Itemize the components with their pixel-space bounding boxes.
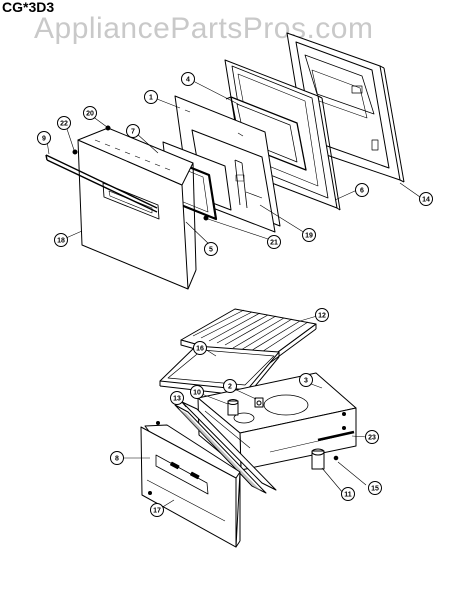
callout-1: 1 (144, 90, 158, 104)
callout-circle (126, 124, 140, 138)
callout-16: 16 (193, 341, 207, 355)
callout-circle (204, 242, 218, 256)
drawer-roller-left (227, 399, 239, 416)
callout-10: 10 (190, 385, 204, 399)
screw-drawer-bottom (148, 491, 152, 495)
drawer-roller-right (311, 448, 339, 470)
callout-label: 23 (368, 435, 376, 442)
screw-22 (72, 149, 78, 155)
callout-13: 13 (170, 391, 184, 405)
callout-4: 4 (181, 72, 195, 86)
callout-circle (170, 391, 184, 405)
callout-label: 10 (193, 390, 201, 397)
callout-circle (83, 106, 97, 120)
callout-circle (144, 90, 158, 104)
callout-label: 13 (173, 396, 181, 403)
callout-label: 22 (60, 121, 68, 128)
callout-19: 19 (302, 228, 316, 242)
callout-18: 18 (54, 233, 68, 247)
callout-circle (57, 116, 71, 130)
drawer-slide-rail (317, 430, 355, 442)
callout-17: 17 (150, 503, 164, 517)
callout-circle (341, 487, 355, 501)
callout-9: 9 (37, 131, 51, 145)
callout-3: 3 (299, 373, 313, 387)
callout-label: 3 (304, 378, 308, 385)
callout-circle (181, 72, 195, 86)
door-outer-panel (77, 127, 197, 290)
callout-circle (223, 379, 237, 393)
callout-circle (193, 341, 207, 355)
callout-11: 11 (341, 487, 355, 501)
callout-2: 2 (223, 379, 237, 393)
callout-circle (54, 233, 68, 247)
screw-drawer-top (156, 421, 160, 425)
callout-8: 8 (110, 451, 124, 465)
callout-6: 6 (355, 183, 369, 197)
callout-21: 21 (267, 235, 281, 249)
callout-circle (190, 385, 204, 399)
callout-23: 23 (365, 430, 379, 444)
callout-circle (419, 192, 433, 206)
callout-20: 20 (83, 106, 97, 120)
callout-circle (267, 235, 281, 249)
callout-label: 2 (228, 384, 232, 391)
callout-label: 8 (115, 456, 119, 463)
callout-circle (368, 481, 382, 495)
callout-circle (110, 451, 124, 465)
callout-label: 9 (42, 136, 46, 143)
callout-label: 7 (131, 129, 135, 136)
callout-circle (150, 503, 164, 517)
callout-label: 21 (270, 240, 278, 247)
screw-21 (203, 215, 209, 221)
callout-label: 12 (318, 313, 326, 320)
drawer-front-panel (140, 424, 241, 548)
drawer-bracket-2 (254, 397, 264, 408)
model-number: CG*3D3 (2, 0, 55, 15)
callout-circle (315, 308, 329, 322)
callout-circle (299, 373, 313, 387)
callout-15: 15 (368, 481, 382, 495)
callout-22: 22 (57, 116, 71, 130)
callout-circle (365, 430, 379, 444)
callout-circle (37, 131, 51, 145)
callout-label: 16 (196, 346, 204, 353)
callout-label: 18 (57, 238, 65, 245)
door-handle-bar (45, 154, 158, 213)
drawer-insulation (174, 401, 277, 494)
callout-circle (355, 183, 369, 197)
callout-label: 17 (153, 508, 161, 515)
callout-label: 6 (360, 188, 364, 195)
callout-label: 11 (344, 492, 352, 499)
callout-label: 5 (209, 247, 213, 254)
callout-12: 12 (315, 308, 329, 322)
callout-label: 20 (86, 111, 94, 118)
callout-label: 1 (149, 95, 153, 102)
callout-14: 14 (419, 192, 433, 206)
watermark-text: AppliancePartsPros.com (34, 12, 374, 45)
callout-label: 4 (186, 77, 190, 84)
callout-7: 7 (126, 124, 140, 138)
leader-lines (46, 80, 421, 509)
callout-label: 15 (371, 486, 379, 493)
callout-5: 5 (204, 242, 218, 256)
callout-label: 14 (422, 197, 430, 204)
callout-circle (302, 228, 316, 242)
callout-label: 19 (305, 233, 313, 240)
